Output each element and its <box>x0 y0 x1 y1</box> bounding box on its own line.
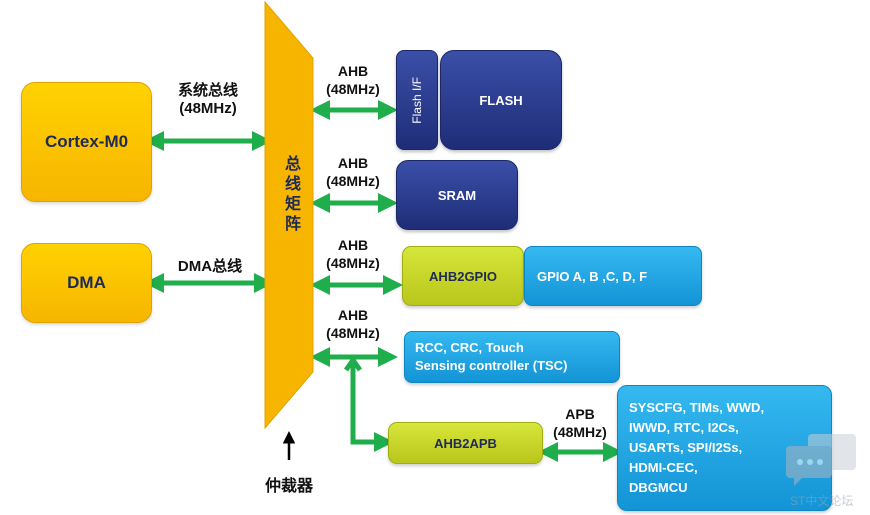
cortex-m0-label: Cortex-M0 <box>44 132 129 151</box>
dma-box: DMA <box>21 243 152 323</box>
apb-periph-line: HDMI-CEC, <box>629 460 698 475</box>
gpio-box: GPIO A, B ,C, D, F <box>524 246 702 306</box>
gpio-label: GPIO A, B ,C, D, F <box>537 268 648 284</box>
flash-interface-label: Flash I/F <box>410 76 424 124</box>
flash-label: FLASH <box>479 92 523 108</box>
watermark: ST中文论坛 <box>780 432 862 512</box>
arbiter-label: 仲裁器 <box>264 478 313 495</box>
ahb-label-3: AHB(48MHz) <box>326 237 380 271</box>
apb-peripherals-box: SYSCFG, TIMs, WWD, IWWD, RTC, I2Cs, USAR… <box>617 385 832 511</box>
flash-box: FLASH <box>440 50 562 150</box>
dma-label: DMA <box>67 273 106 292</box>
bus-matrix-shape <box>264 0 314 430</box>
ahb-label-2: AHB(48MHz) <box>326 155 380 189</box>
system-bus-label: 系统总线 (48MHz) <box>177 82 238 117</box>
dma-bus-label: DMA总线 <box>177 258 243 275</box>
apb-periph-line: SYSCFG, TIMs, WWD, <box>629 400 765 415</box>
ahb2apb-box: AHB2APB <box>388 422 543 464</box>
apb-periph-line: USARTs, SPI/I2Ss, <box>629 440 743 455</box>
sram-box: SRAM <box>396 160 518 230</box>
rcc-line-2: Sensing controller (TSC) <box>415 358 568 373</box>
flash-interface-box: Flash I/F <box>396 50 438 150</box>
ahb-label-4: AHB(48MHz) <box>326 307 380 341</box>
apb-periph-line: IWWD, RTC, I2Cs, <box>629 420 739 435</box>
apb-label: APB(48MHz) <box>553 406 607 440</box>
rcc-line-1: RCC, CRC, Touch <box>415 340 524 355</box>
rcc-crc-tsc-box: RCC, CRC, Touch Sensing controller (TSC) <box>404 331 620 383</box>
forum-chat-icon <box>786 434 856 486</box>
sram-label: SRAM <box>437 187 477 203</box>
ahb-apb-bridge-arrow <box>350 362 394 452</box>
watermark-text: ST中文论坛 <box>790 494 854 508</box>
apb-periph-line: DBGMCU <box>629 480 688 495</box>
ahb2gpio-label: AHB2GPIO <box>429 268 497 284</box>
ahb2gpio-box: AHB2GPIO <box>402 246 524 306</box>
cortex-m0-box: Cortex-M0 <box>21 82 152 202</box>
ahb2apb-label: AHB2APB <box>434 435 497 451</box>
ahb-label-1: AHB(48MHz) <box>326 63 380 97</box>
bus-matrix-label: 总线矩阵 <box>282 155 299 235</box>
